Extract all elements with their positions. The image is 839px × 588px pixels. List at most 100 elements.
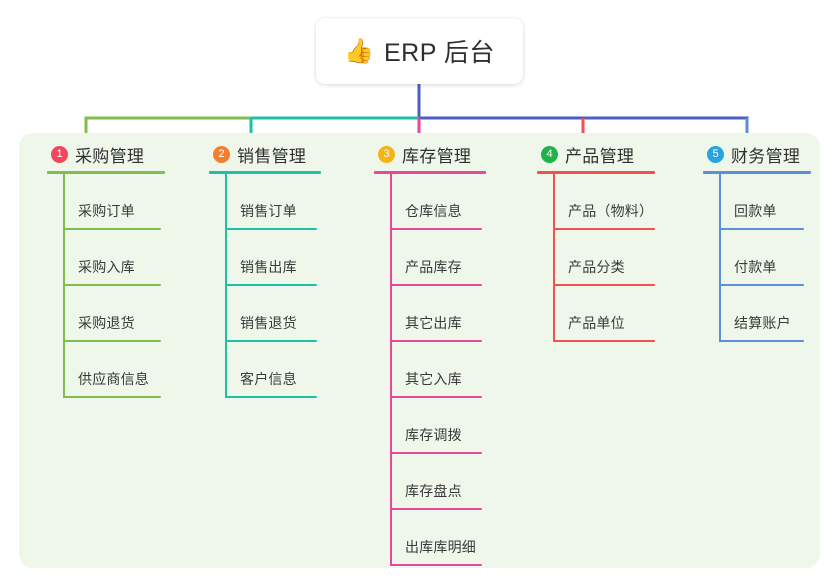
branch-badge-4: 4 xyxy=(541,145,558,163)
leaf-rule xyxy=(63,284,161,286)
branch-header-4[interactable]: 4 产品管理 xyxy=(537,142,687,166)
leaf-item[interactable]: 产品单位 xyxy=(537,286,687,342)
leaf-item[interactable]: 采购退货 xyxy=(47,286,197,342)
leaf-item[interactable]: 产品库存 xyxy=(374,230,519,286)
leaf-label: 产品库存 xyxy=(405,259,462,275)
branch-spine xyxy=(719,174,721,342)
leaf-label: 产品单位 xyxy=(568,315,625,331)
thumbs-up-icon: 👍 xyxy=(344,38,374,65)
leaf-label: 采购订单 xyxy=(78,203,135,219)
branch-spine xyxy=(553,174,555,342)
leaf-label: 付款单 xyxy=(734,259,777,275)
leaf-label: 仓库信息 xyxy=(405,203,462,219)
branch-title: 财务管理 xyxy=(731,146,801,166)
branch-column-3: 3 库存管理仓库信息产品库存其它出库其它入库库存调拨库存盘点出库库明细 xyxy=(374,142,519,566)
leaf-item[interactable]: 销售出库 xyxy=(209,230,354,286)
branch-header-rule xyxy=(209,171,321,174)
leaf-label: 销售出库 xyxy=(240,259,297,275)
leaf-rule xyxy=(719,284,804,286)
branch-title: 销售管理 xyxy=(237,146,307,166)
leaf-rule xyxy=(390,452,482,454)
leaf-item[interactable]: 库存调拨 xyxy=(374,398,519,454)
branch-title: 库存管理 xyxy=(402,146,472,166)
branch-column-5: 5 财务管理回款单付款单结算账户 xyxy=(703,142,833,342)
leaf-item[interactable]: 产品分类 xyxy=(537,230,687,286)
branch-badge-3: 3 xyxy=(378,145,395,163)
leaf-label: 产品（物料） xyxy=(568,203,654,219)
branch-title: 产品管理 xyxy=(565,146,635,166)
branch-column-1: 1 采购管理采购订单采购入库采购退货供应商信息 xyxy=(47,142,197,398)
branch-badge-5: 5 xyxy=(707,145,724,163)
branch-header-rule xyxy=(537,171,655,174)
leaf-label: 销售订单 xyxy=(240,203,297,219)
branch-spine xyxy=(225,174,227,398)
leaf-label: 结算账户 xyxy=(734,315,791,331)
leaf-item[interactable]: 回款单 xyxy=(703,174,833,230)
leaf-rule xyxy=(225,228,317,230)
leaf-label: 其它出库 xyxy=(405,315,462,331)
branch-header-rule xyxy=(374,171,486,174)
branch-spine xyxy=(63,174,65,398)
branch-badge-2: 2 xyxy=(213,145,230,163)
branch-badge-1: 1 xyxy=(51,145,68,163)
branch-header-rule xyxy=(47,171,165,174)
leaf-label: 回款单 xyxy=(734,203,777,219)
leaf-item[interactable]: 付款单 xyxy=(703,230,833,286)
leaf-list: 销售订单销售出库销售退货客户信息 xyxy=(209,174,354,398)
leaf-rule xyxy=(719,228,804,230)
branches-panel: 1 采购管理采购订单采购入库采购退货供应商信息 2 销售管理销售订单销售出库销售退货客… xyxy=(19,133,820,568)
root-node[interactable]: 👍 ERP 后台 xyxy=(316,18,523,84)
branch-title: 采购管理 xyxy=(75,146,145,166)
leaf-label: 产品分类 xyxy=(568,259,625,275)
leaf-label: 库存盘点 xyxy=(405,483,462,499)
leaf-rule xyxy=(553,228,655,230)
branch-column-4: 4 产品管理产品（物料） 产品分类产品单位 xyxy=(537,142,687,342)
leaf-list: 回款单付款单结算账户 xyxy=(703,174,833,342)
branch-header-rule xyxy=(703,171,811,174)
branch-header-2[interactable]: 2 销售管理 xyxy=(209,142,354,166)
leaf-item[interactable]: 其它出库 xyxy=(374,286,519,342)
leaf-label: 客户信息 xyxy=(240,371,297,387)
leaf-label: 其它入库 xyxy=(405,371,462,387)
leaf-list: 仓库信息产品库存其它出库其它入库库存调拨库存盘点出库库明细 xyxy=(374,174,519,566)
leaf-rule xyxy=(225,340,317,342)
branch-header-5[interactable]: 5 财务管理 xyxy=(703,142,833,166)
leaf-rule xyxy=(390,340,482,342)
leaf-rule xyxy=(390,284,482,286)
leaf-item[interactable]: 其它入库 xyxy=(374,342,519,398)
leaf-rule xyxy=(225,284,317,286)
branch-column-2: 2 销售管理销售订单销售出库销售退货客户信息 xyxy=(209,142,354,398)
leaf-item[interactable]: 产品（物料） xyxy=(537,174,687,230)
leaf-rule xyxy=(225,396,317,398)
leaf-rule xyxy=(553,284,655,286)
leaf-item[interactable]: 销售订单 xyxy=(209,174,354,230)
branch-header-1[interactable]: 1 采购管理 xyxy=(47,142,197,166)
leaf-item[interactable]: 仓库信息 xyxy=(374,174,519,230)
leaf-label: 出库库明细 xyxy=(405,539,476,555)
leaf-item[interactable]: 采购订单 xyxy=(47,174,197,230)
leaf-label: 采购退货 xyxy=(78,315,135,331)
leaf-item[interactable]: 出库库明细 xyxy=(374,510,519,566)
leaf-label: 供应商信息 xyxy=(78,371,149,387)
leaf-list: 产品（物料） 产品分类产品单位 xyxy=(537,174,687,342)
leaf-rule xyxy=(390,564,482,566)
leaf-item[interactable]: 采购入库 xyxy=(47,230,197,286)
leaf-rule xyxy=(63,396,161,398)
leaf-item[interactable]: 库存盘点 xyxy=(374,454,519,510)
leaf-rule xyxy=(553,340,655,342)
leaf-item[interactable]: 结算账户 xyxy=(703,286,833,342)
leaf-item[interactable]: 销售退货 xyxy=(209,286,354,342)
leaf-list: 采购订单采购入库采购退货供应商信息 xyxy=(47,174,197,398)
leaf-label: 采购入库 xyxy=(78,259,135,275)
leaf-rule xyxy=(390,396,482,398)
leaf-rule xyxy=(63,228,161,230)
leaf-rule xyxy=(63,340,161,342)
leaf-rule xyxy=(390,508,482,510)
leaf-item[interactable]: 客户信息 xyxy=(209,342,354,398)
leaf-label: 销售退货 xyxy=(240,315,297,331)
branch-spine xyxy=(390,174,392,566)
leaf-item[interactable]: 供应商信息 xyxy=(47,342,197,398)
branch-header-3[interactable]: 3 库存管理 xyxy=(374,142,519,166)
root-title: ERP 后台 xyxy=(383,39,495,67)
